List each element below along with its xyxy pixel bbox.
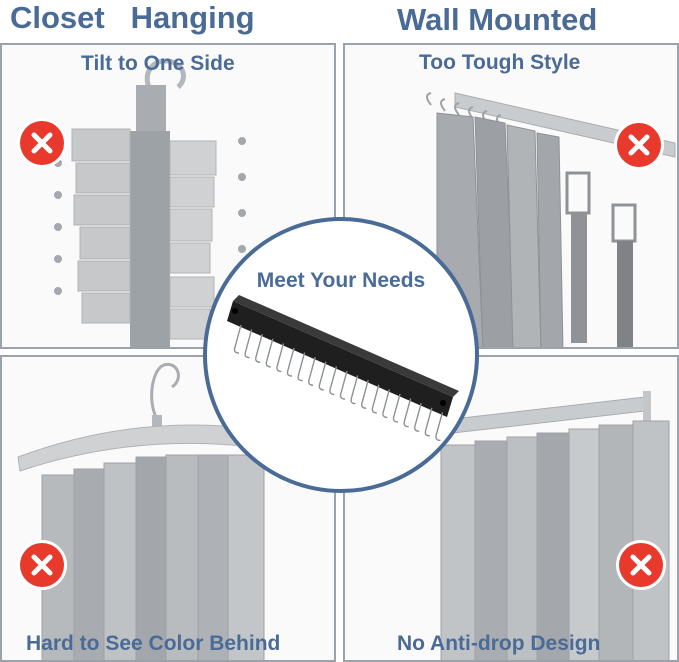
x-circle-icon (617, 123, 661, 167)
hook (276, 343, 285, 373)
hook (403, 398, 412, 428)
hook (371, 384, 380, 414)
x-circle-icon (619, 543, 663, 587)
x-circle-icon (20, 121, 64, 165)
hook (297, 352, 306, 382)
wall-rack-ties-illustration (440, 391, 670, 660)
panel-wall-anti-drop: No Anti-drop Design (343, 355, 679, 662)
hook (233, 324, 242, 354)
meet-your-needs-title: Meet Your Needs (256, 269, 426, 292)
x-circle-icon (20, 543, 64, 587)
caption-tilt-to-one-side: Tilt to One Side (81, 52, 235, 75)
hook (382, 389, 391, 419)
caption-hard-to-see-color: Hard to See Color Behind (26, 632, 281, 655)
hook (308, 357, 316, 386)
hook (424, 407, 433, 437)
hook (414, 403, 422, 432)
hook (265, 338, 274, 368)
hook (392, 393, 401, 423)
hook (339, 370, 348, 400)
wall-mounted-heading: Wall Mounted (397, 2, 598, 37)
hook (435, 412, 444, 442)
hook (286, 347, 295, 377)
hook (361, 380, 369, 409)
hook (329, 366, 338, 396)
center-product-circle: Meet Your Needs (203, 217, 479, 493)
hook (255, 334, 263, 363)
panel-closet-tilt: Tilt to One Side (0, 43, 336, 349)
wooden-hanger-illustration (17, 362, 295, 660)
hooks-group (233, 324, 444, 442)
caption-too-tough-style: Too Tough Style (419, 51, 581, 74)
hook (244, 329, 253, 359)
wall-tie-rack-product-image (227, 295, 459, 442)
hook (350, 375, 359, 405)
closet-hanging-heading: Closet Hanging (10, 0, 255, 35)
tilted-tie-hanger-illustration (54, 58, 246, 347)
hook (318, 361, 327, 391)
caption-no-anti-drop: No Anti-drop Design (397, 632, 601, 655)
